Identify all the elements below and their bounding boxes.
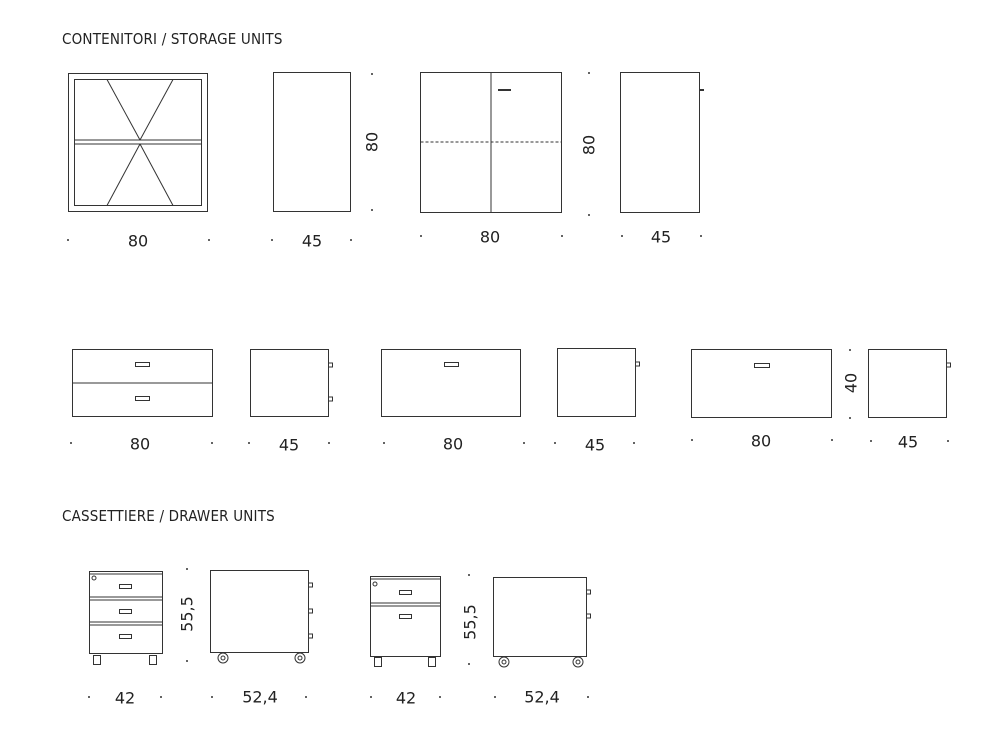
width-label: 80 <box>127 231 149 251</box>
width-label: 80 <box>129 434 151 454</box>
dimension-tick <box>870 440 872 442</box>
width-label: 42 <box>114 688 136 708</box>
depth-label: 45 <box>897 432 919 452</box>
dimension-tick <box>67 239 69 241</box>
three-drawer-pedestal-front <box>89 571 163 665</box>
width-label: 80 <box>479 227 501 247</box>
dimension-tick <box>633 442 635 444</box>
depth-label: 52,4 <box>242 687 278 707</box>
dimension-tick <box>160 696 162 698</box>
dimension-tick <box>523 442 525 444</box>
height-label: 55,5 <box>460 604 480 640</box>
dimension-tick <box>561 235 563 237</box>
dimension-tick <box>691 439 693 441</box>
dimension-tick <box>350 239 352 241</box>
dimension-tick <box>468 574 470 576</box>
two-drawer-pedestal-front <box>370 576 441 667</box>
dimension-tick <box>587 696 589 698</box>
dimension-tick <box>371 209 373 211</box>
dimension-tick <box>70 442 72 444</box>
dimension-tick <box>305 696 307 698</box>
dimension-tick <box>211 696 213 698</box>
dimension-tick <box>849 349 851 351</box>
height-label: 80 <box>579 134 599 156</box>
low-drawer-unit-front <box>691 349 832 418</box>
depth-label: 45 <box>650 227 672 247</box>
dimension-tick <box>554 442 556 444</box>
dimension-tick <box>420 235 422 237</box>
dimension-tick <box>831 439 833 441</box>
dimension-tick <box>211 442 213 444</box>
single-drawer-unit-side <box>557 348 640 417</box>
depth-label: 45 <box>584 435 606 455</box>
low-drawer-unit-side <box>868 349 951 418</box>
height-label: 55,5 <box>177 596 197 632</box>
dimension-tick <box>248 442 250 444</box>
dimension-tick <box>328 442 330 444</box>
dimension-tick <box>208 239 210 241</box>
dimension-tick <box>383 442 385 444</box>
three-drawer-pedestal-side <box>210 570 313 664</box>
width-label: 80 <box>750 431 772 451</box>
width-label: 80 <box>442 434 464 454</box>
dimension-tick <box>271 239 273 241</box>
dimension-tick <box>588 72 590 74</box>
dimension-tick <box>849 417 851 419</box>
dimension-tick <box>588 214 590 216</box>
storage-units-title: CONTENITORI / STORAGE UNITS <box>62 30 283 48</box>
two-drawer-unit-side <box>250 349 333 417</box>
two-drawer-pedestal-side <box>493 577 591 668</box>
single-drawer-unit-front <box>381 349 521 417</box>
depth-label: 52,4 <box>524 687 560 707</box>
depth-label: 45 <box>301 231 323 251</box>
two-drawer-unit-front <box>72 349 213 417</box>
dimension-tick <box>468 663 470 665</box>
dimension-tick <box>371 73 373 75</box>
dimension-tick <box>439 696 441 698</box>
door-cabinet-front <box>420 72 562 213</box>
height-label: 40 <box>841 372 861 394</box>
width-label: 42 <box>395 688 417 708</box>
dimension-tick <box>186 660 188 662</box>
dimension-tick <box>186 568 188 570</box>
dimension-tick <box>700 235 702 237</box>
depth-label: 45 <box>278 435 300 455</box>
glass-cabinet-front <box>68 73 208 212</box>
door-cabinet-side <box>620 72 704 213</box>
height-label: 80 <box>362 131 382 153</box>
drawer-units-title: CASSETTIERE / DRAWER UNITS <box>62 507 275 525</box>
dimension-tick <box>947 440 949 442</box>
dimension-tick <box>88 696 90 698</box>
dimension-tick <box>494 696 496 698</box>
glass-cabinet-side <box>273 72 351 212</box>
dimension-tick <box>370 696 372 698</box>
dimension-tick <box>621 235 623 237</box>
